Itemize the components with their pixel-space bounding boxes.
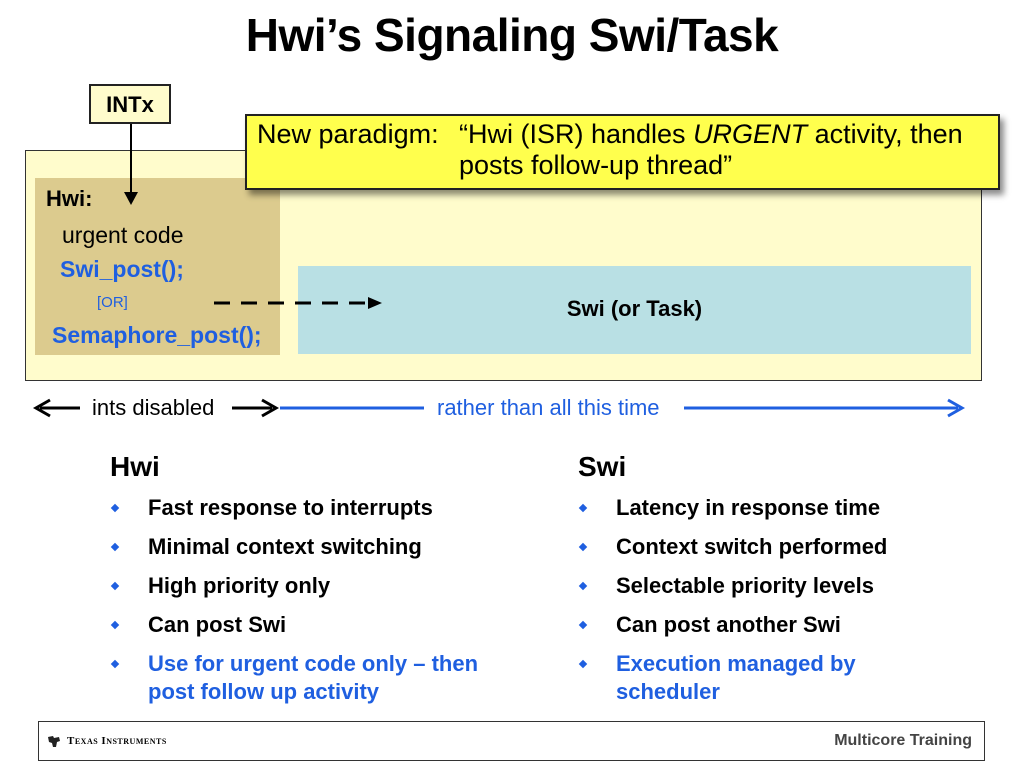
footer-course-label: Multicore Training xyxy=(834,732,972,749)
hwi-swi-post: Swi_post(); xyxy=(60,256,184,282)
bullet-diamond-icon xyxy=(578,503,588,513)
footer-brand: Texas Instruments xyxy=(67,735,167,747)
paradigm-callout: New paradigm: “Hwi (ISR) handles URGENT … xyxy=(245,114,1000,190)
ints-disabled-label: ints disabled xyxy=(92,395,215,420)
bullet-diamond-icon xyxy=(578,620,588,630)
bullet-diamond-icon xyxy=(578,542,588,552)
intx-arrow xyxy=(124,124,138,205)
bullet-diamond-icon xyxy=(578,581,588,591)
list-item: Can post another Swi xyxy=(578,611,887,639)
hwi-or-label: [OR] xyxy=(97,294,128,311)
bullet-diamond-icon xyxy=(110,659,120,669)
hwi-heading: Hwi: xyxy=(46,186,93,211)
hwi-column-heading: Hwi xyxy=(110,451,160,482)
bullet-diamond-icon xyxy=(110,503,120,513)
hwi-code-box xyxy=(35,178,280,355)
swi-task-box xyxy=(298,266,971,354)
hwi-bullet-list: Fast response to interrupts Minimal cont… xyxy=(110,494,478,717)
bullet-diamond-icon xyxy=(110,581,120,591)
footer-bar: Texas Instruments Multicore Training xyxy=(38,721,985,761)
list-item: Selectable priority levels xyxy=(578,572,887,600)
dashed-post-arrow xyxy=(214,297,382,309)
hwi-urgent-code: urgent code xyxy=(62,222,184,248)
intx-box: INTx xyxy=(89,84,171,124)
all-this-time-arrow xyxy=(280,398,966,418)
swi-column-heading: Swi xyxy=(578,451,627,482)
list-item: Can post Swi xyxy=(110,611,478,639)
bullet-diamond-icon xyxy=(110,620,120,630)
paradigm-line-1: “Hwi (ISR) handles URGENT activity, then xyxy=(459,119,963,149)
bullet-diamond-icon xyxy=(578,659,588,669)
swi-bullet-list: Latency in response time Context switch … xyxy=(578,494,887,717)
ti-logo-icon xyxy=(48,736,60,747)
list-item: Fast response to interrupts xyxy=(110,494,478,522)
bullet-diamond-icon xyxy=(110,542,120,552)
list-item: High priority only xyxy=(110,572,478,600)
all-this-time-label: rather than all this time xyxy=(437,395,660,420)
hwi-semaphore-post: Semaphore_post(); xyxy=(52,322,262,348)
paradigm-line-2: posts follow-up thread” xyxy=(459,150,733,180)
paradigm-prefix: New paradigm: xyxy=(257,119,439,149)
ints-disabled-arrow xyxy=(32,398,280,418)
list-item: Context switch performed xyxy=(578,533,887,561)
swi-task-label: Swi (or Task) xyxy=(566,296,703,321)
page-title: Hwi’s Signaling Swi/Task xyxy=(245,9,779,61)
list-item: Latency in response time xyxy=(578,494,887,522)
paradigm-urgent-emphasis: URGENT xyxy=(693,119,808,149)
list-item: Minimal context switching xyxy=(110,533,478,561)
